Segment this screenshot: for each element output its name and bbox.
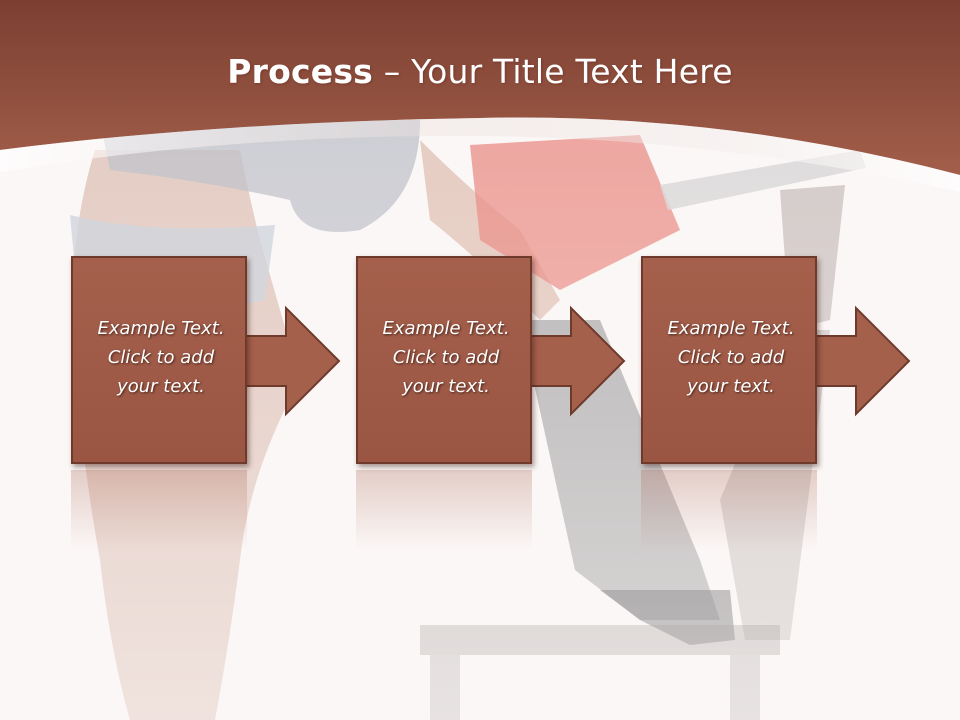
step-box[interactable]: Example Text. Click to add your text.	[356, 256, 532, 464]
step-text-line: your text.	[687, 376, 775, 397]
arrow-right-icon	[240, 305, 341, 417]
step-text-line: Click to add	[677, 347, 785, 368]
step-text-line: Example Text.	[382, 318, 510, 339]
step-text-line: Example Text.	[667, 318, 795, 339]
step-reflection	[71, 470, 247, 550]
step-box[interactable]: Example Text. Click to add your text.	[641, 256, 817, 464]
step-text-line: Click to add	[392, 347, 500, 368]
page-title: Process – Your Title Text Here	[0, 52, 960, 91]
arrow-right-icon	[525, 305, 626, 417]
title-rest: – Your Title Text Here	[373, 52, 733, 91]
process-step-3: Example Text. Click to add your text.	[641, 256, 931, 556]
process-step-1: Example Text. Click to add your text.	[71, 256, 361, 556]
step-text-line: your text.	[117, 376, 205, 397]
process-step-2: Example Text. Click to add your text.	[356, 256, 646, 556]
step-text-line: Example Text.	[97, 318, 225, 339]
step-text-line: Click to add	[107, 347, 215, 368]
step-text-line: your text.	[402, 376, 490, 397]
step-text[interactable]: Example Text. Click to add your text.	[643, 314, 819, 401]
step-box[interactable]: Example Text. Click to add your text.	[71, 256, 247, 464]
step-text[interactable]: Example Text. Click to add your text.	[358, 314, 534, 401]
step-reflection	[356, 470, 532, 550]
title-bold: Process	[227, 52, 374, 91]
header-band	[0, 0, 960, 192]
arrow-right-icon	[810, 305, 911, 417]
step-reflection	[641, 470, 817, 550]
step-text[interactable]: Example Text. Click to add your text.	[73, 314, 249, 401]
